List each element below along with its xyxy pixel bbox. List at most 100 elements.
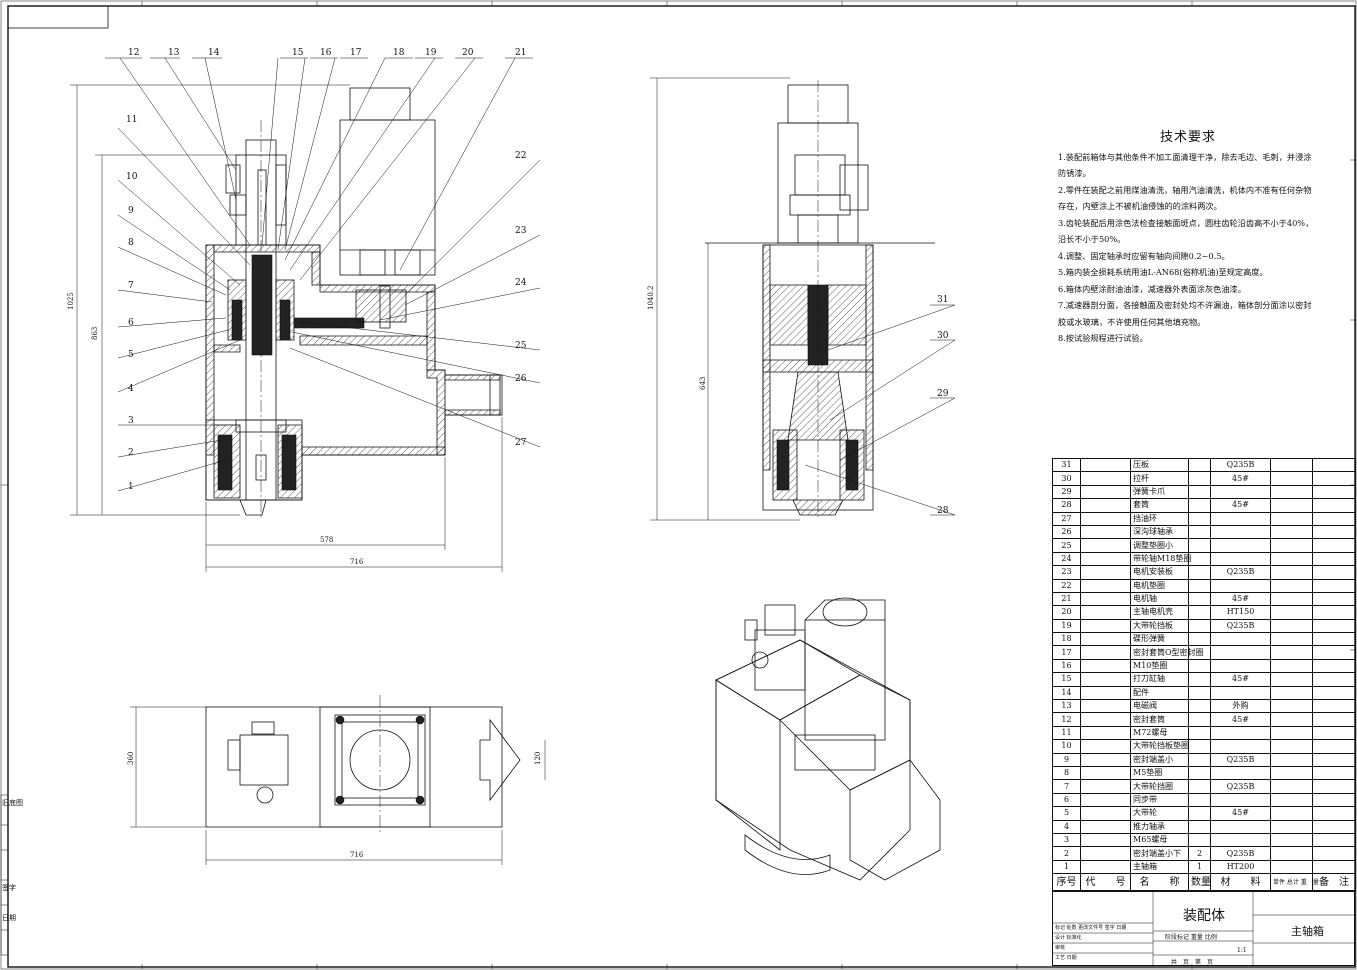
bom-cell: Q235B <box>1210 565 1271 580</box>
bom-cell: 31 <box>1052 457 1081 473</box>
balloon: 27 <box>515 438 527 448</box>
balloon: 16 <box>320 48 332 58</box>
bom-cell <box>1270 712 1313 727</box>
bom-cell <box>1270 685 1313 701</box>
bom-cell: Q235B <box>1210 779 1271 794</box>
bom-cell: M72螺母 <box>1130 725 1189 741</box>
bom-cell: 密封套筒 <box>1130 712 1189 727</box>
bom-cell <box>1312 618 1356 634</box>
balloon: 2 <box>128 448 134 458</box>
bom-cell <box>1270 765 1313 781</box>
balloon: 28 <box>937 506 949 516</box>
bom-cell: 6 <box>1052 792 1081 808</box>
title-row-label: 标记 处数 更改文件号 签字 日期 <box>1055 925 1127 931</box>
technical-requirements: 技术要求 1.装配前箱体与其他条件不加工面清理干净，除去毛边、毛刺，并浸涂防锈漆… <box>1058 130 1318 347</box>
bom-row: 24 带轮轴M18垫圈 <box>1052 551 1356 567</box>
bom-cell <box>1312 712 1356 727</box>
bom-cell <box>1080 565 1131 580</box>
bom-cell <box>1188 765 1211 781</box>
bom-cell: 大带轮挡圈 <box>1130 779 1189 794</box>
bom-cell: 21 <box>1052 591 1081 607</box>
bom-cell: 24 <box>1052 551 1081 567</box>
bom-cell: 27 <box>1052 511 1081 526</box>
bom-cell <box>1270 672 1313 687</box>
bom-cell <box>1210 685 1271 701</box>
balloon: 17 <box>350 48 362 58</box>
bom-cell: 1 <box>1052 859 1081 875</box>
bom-cell: M65螺母 <box>1130 832 1189 848</box>
bom-cell <box>1080 792 1131 808</box>
requirement-item: 8.按试验规程进行试验。 <box>1058 333 1148 343</box>
bom-cell <box>1188 484 1211 500</box>
bom-cell <box>1080 511 1131 526</box>
bom-cell: HT150 <box>1210 605 1271 620</box>
section-view-side <box>705 80 935 520</box>
bom-cell: 17 <box>1052 645 1081 660</box>
bom-cell <box>1270 484 1313 500</box>
bom-cell: 电机轴 <box>1130 591 1189 607</box>
balloon: 22 <box>515 151 526 161</box>
bom-cell <box>1188 699 1211 714</box>
bom-cell <box>1270 859 1313 875</box>
bom-header-cell: 单件 总计 重 量 <box>1270 873 1319 893</box>
balloon: 18 <box>393 48 405 58</box>
bom-cell: 调整垫圈小 <box>1130 538 1189 553</box>
bom-cell: 4 <box>1052 819 1081 834</box>
balloon: 9 <box>128 206 134 216</box>
bom-cell <box>1188 457 1211 473</box>
bom-cell <box>1080 672 1131 687</box>
balloon: 23 <box>515 226 527 236</box>
bom-cell <box>1210 832 1271 848</box>
bom-cell: 拉杆 <box>1130 471 1189 486</box>
bom-cell <box>1188 658 1211 674</box>
bom-cell <box>1270 498 1313 513</box>
bom-cell <box>1080 551 1131 567</box>
balloon: 26 <box>515 374 527 384</box>
bom-cell: 大带轮挡板垫圈 <box>1130 739 1189 754</box>
bom-cell <box>1080 457 1131 473</box>
sheet-labels: 共 页 第 页 <box>1171 959 1214 966</box>
bom-cell <box>1210 551 1271 567</box>
bom-cell: 9 <box>1052 752 1081 767</box>
bom-cell <box>1080 605 1131 620</box>
bom-cell: 电机安装板 <box>1130 565 1189 580</box>
bom-cell <box>1312 739 1356 754</box>
bom-cell <box>1188 618 1211 634</box>
bom-cell: 带轮轴M18垫圈 <box>1130 551 1191 567</box>
balloon: 29 <box>937 389 949 399</box>
bom-header-cell: 名 称 <box>1130 873 1189 893</box>
bom-cell <box>1188 471 1211 486</box>
bom-cell <box>1188 832 1211 848</box>
bom-cell <box>1210 765 1271 781</box>
bom-cell: 30 <box>1052 471 1081 486</box>
dimension-label: 863 <box>91 327 99 340</box>
bom-cell: 14 <box>1052 685 1081 701</box>
bom-cell <box>1080 618 1131 634</box>
bom-cell <box>1270 739 1313 754</box>
bom-cell: 弹簧卡爪 <box>1130 484 1189 500</box>
bom-header-cell: 序号 <box>1052 873 1081 893</box>
bom-cell: 密封端盖小 <box>1130 752 1189 767</box>
bom-cell: 19 <box>1052 618 1081 634</box>
balloon: 15 <box>292 48 304 58</box>
bom-cell <box>1210 632 1271 647</box>
bom-cell <box>1080 832 1131 848</box>
bom-cell: 28 <box>1052 498 1081 513</box>
bom-cell: 29 <box>1052 484 1081 500</box>
bom-cell: M10垫圈 <box>1130 658 1189 674</box>
dimension-label: 1040.2 <box>647 286 655 311</box>
bom-cell: 7 <box>1052 779 1081 794</box>
bom-cell <box>1312 779 1356 794</box>
bom-cell <box>1312 685 1356 701</box>
bom-cell: 推力轴承 <box>1130 819 1189 834</box>
bom-cell <box>1270 565 1313 580</box>
balloon: 10 <box>126 172 138 182</box>
bom-cell <box>1270 658 1313 674</box>
